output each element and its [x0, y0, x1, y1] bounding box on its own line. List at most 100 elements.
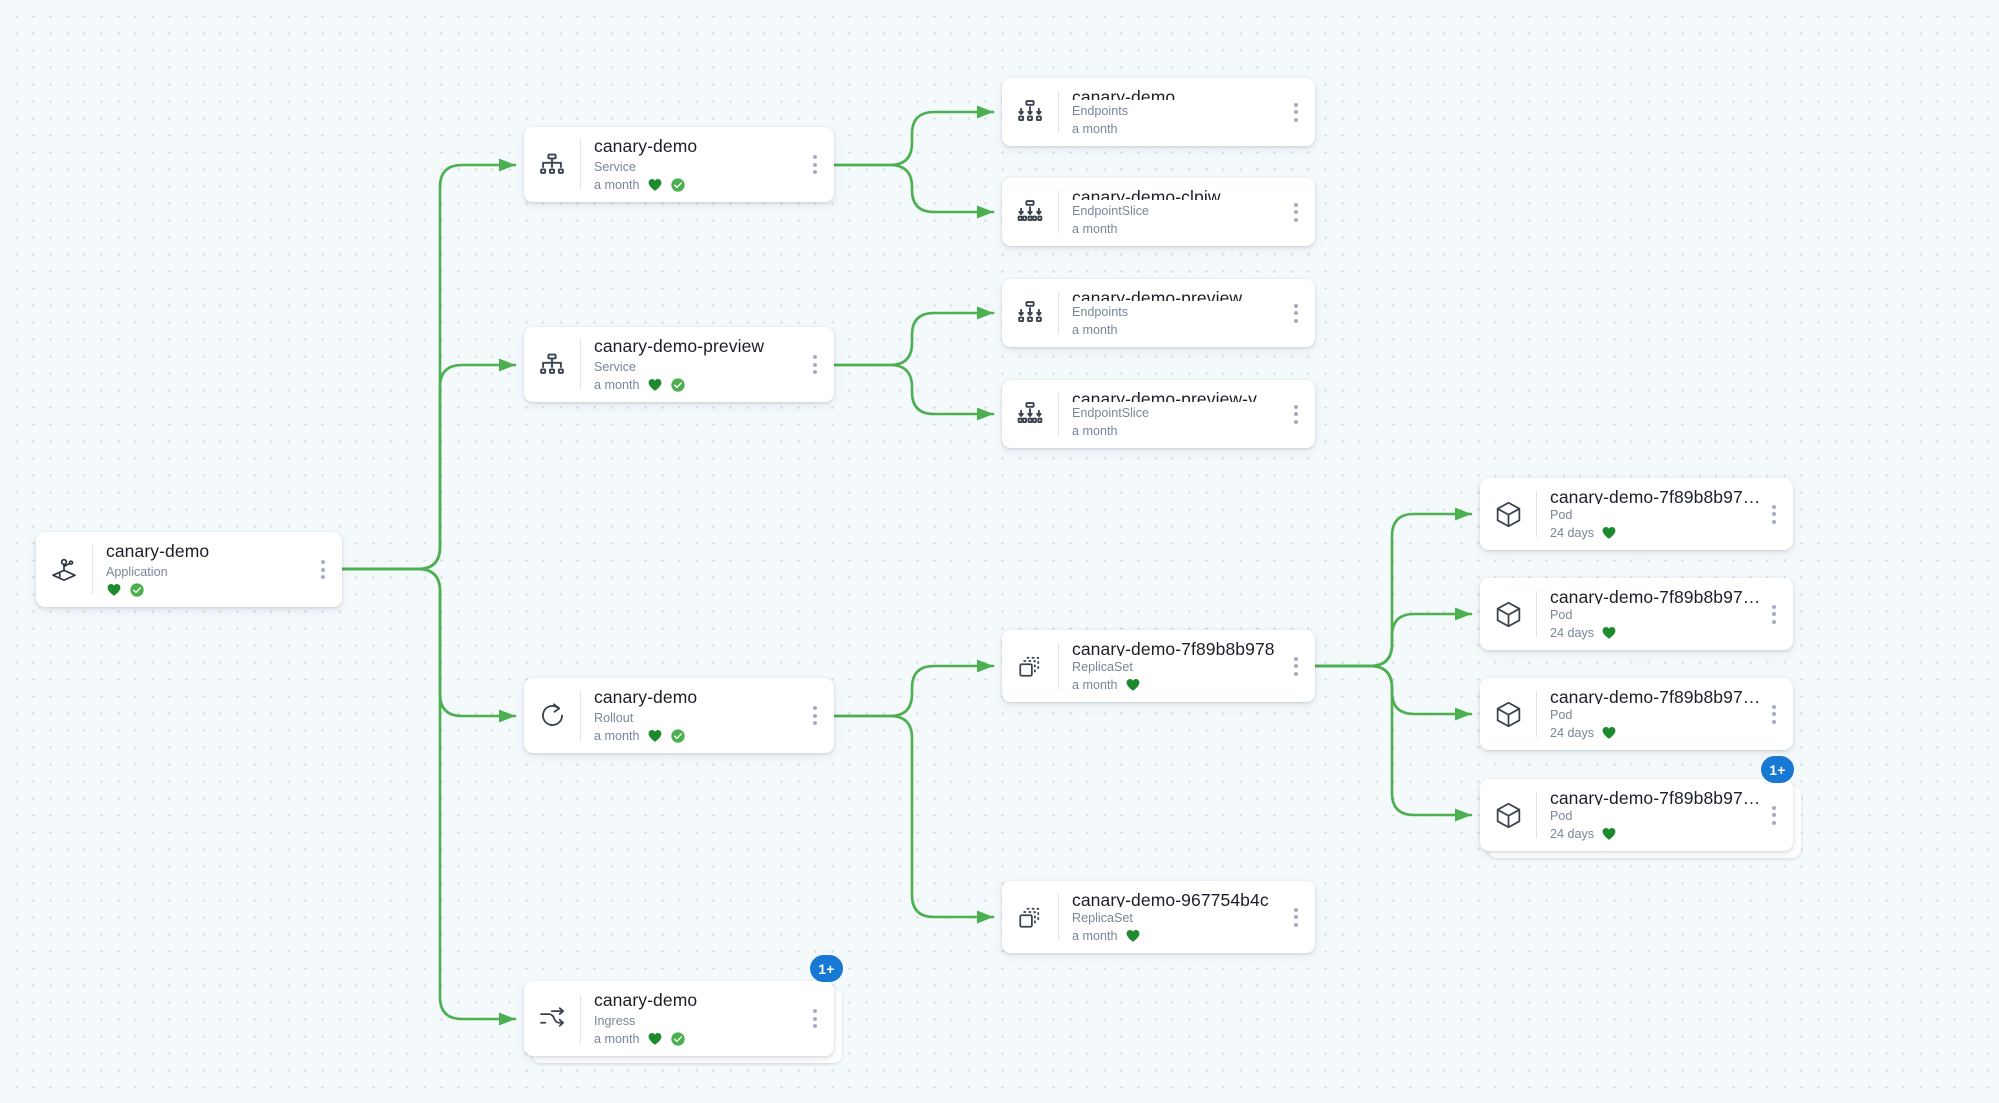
endpointslice-icon [1002, 178, 1058, 246]
sync-status-icon[interactable] [670, 377, 686, 393]
node-menu-button[interactable] [1283, 881, 1315, 953]
node-pod-1[interactable]: canary-demo-7f89b8b97… Pod 24 days [1480, 478, 1793, 550]
node-divider [92, 545, 93, 594]
badge-ingress[interactable]: 1+ [810, 955, 843, 982]
node-menu-button[interactable] [1283, 279, 1315, 347]
node-svc-canary-demo[interactable]: canary-demo Service a month [524, 127, 834, 202]
node-meta: a month [1072, 677, 1283, 693]
node-title: canary-demo-preview-v… [1072, 389, 1275, 402]
health-status-icon[interactable] [1601, 625, 1617, 641]
edge-rs-7f89b8b978-to-pod-3 [1313, 664, 1473, 721]
node-divider [1058, 191, 1059, 233]
node-ingress-canary-demo[interactable]: canary-demo Ingress a month [524, 981, 834, 1056]
node-age: a month [1072, 323, 1118, 337]
node-body: canary-demo-preview-v… EndpointSlice a m… [1059, 380, 1283, 448]
node-svc-canary-demo-preview[interactable]: canary-demo-preview Service a month [524, 327, 834, 402]
node-meta: 24 days [1550, 826, 1761, 842]
edge-rollout-canary-demo-to-rs-967754b4c [832, 714, 995, 924]
node-menu-button[interactable] [802, 327, 834, 402]
replicaset-icon [1002, 630, 1058, 702]
node-menu-button[interactable] [1283, 380, 1315, 448]
node-menu-button[interactable] [1283, 178, 1315, 246]
node-age: a month [1072, 424, 1118, 438]
node-title: canary-demo-7f89b8b978 [1072, 639, 1275, 656]
badge-pods[interactable]: 1+ [1761, 756, 1794, 783]
edge-rs-7f89b8b978-to-pod-2 [1313, 607, 1473, 668]
sync-status-icon[interactable] [670, 1031, 686, 1047]
edge-svc-canary-demo-to-ep-canary-demo [832, 105, 995, 167]
rollout-icon [524, 678, 580, 753]
sync-status-icon[interactable] [670, 177, 686, 193]
service-icon [524, 327, 580, 402]
edge-rollout-canary-demo-to-rs-7f89b8b978 [832, 659, 995, 718]
sync-status-icon[interactable] [670, 728, 686, 744]
health-status-icon[interactable] [1125, 677, 1141, 693]
health-status-icon[interactable] [647, 1031, 663, 1047]
node-divider [580, 340, 581, 389]
node-pod-2[interactable]: canary-demo-7f89b8b97… Pod 24 days [1480, 578, 1793, 650]
node-body: canary-demo-7f89b8b978 ReplicaSet a mont… [1059, 630, 1283, 702]
node-meta: a month [594, 377, 802, 393]
node-kind: Endpoints [1072, 305, 1129, 319]
node-age: a month [594, 377, 640, 392]
health-status-icon[interactable] [106, 582, 122, 598]
health-status-icon[interactable] [647, 728, 663, 744]
health-status-icon[interactable] [1125, 928, 1141, 944]
node-menu-button[interactable] [1761, 779, 1793, 851]
node-body: canary-demo-7f89b8b97… Pod 24 days [1537, 578, 1761, 650]
node-kind: Rollout [594, 710, 634, 725]
health-status-icon[interactable] [1601, 525, 1617, 541]
sync-status-icon[interactable] [129, 582, 145, 598]
node-rollout-canary-demo[interactable]: canary-demo Rollout a month [524, 678, 834, 753]
edge-app-canary-demo-to-ingress-canary-demo [340, 567, 517, 1026]
health-status-icon[interactable] [647, 377, 663, 393]
node-menu-button[interactable] [310, 532, 342, 607]
health-status-icon[interactable] [1601, 826, 1617, 842]
node-rs-967754b4c[interactable]: canary-demo-967754b4c ReplicaSet a month [1002, 881, 1315, 953]
node-menu-button[interactable] [1283, 630, 1315, 702]
health-status-icon[interactable] [647, 177, 663, 193]
node-title: canary-demo-7f89b8b97… [1550, 788, 1761, 805]
node-meta: a month [1072, 121, 1283, 137]
node-app-canary-demo[interactable]: canary-demo Application [36, 532, 342, 607]
node-body: canary-demo-7f89b8b97… Pod 24 days [1537, 478, 1761, 550]
node-meta: 24 days [1550, 625, 1761, 641]
node-rs-7f89b8b978[interactable]: canary-demo-7f89b8b978 ReplicaSet a mont… [1002, 630, 1315, 702]
node-menu-button[interactable] [802, 678, 834, 753]
node-body: canary-demo-preview Endpoints a month [1059, 279, 1283, 347]
node-menu-button[interactable] [1761, 478, 1793, 550]
node-meta: a month [594, 728, 802, 744]
node-age: a month [1072, 222, 1118, 236]
node-eps-canary-demo-clpjw[interactable]: canary-demo-clpjw EndpointSlice a month [1002, 178, 1315, 246]
node-kind: ReplicaSet [1072, 660, 1133, 674]
node-divider [1058, 894, 1059, 940]
node-title: canary-demo [594, 990, 698, 1010]
node-kind: Application [106, 564, 168, 579]
node-title: canary-demo-967754b4c [1072, 890, 1269, 907]
node-eps-canary-demo-preview-v[interactable]: canary-demo-preview-v… EndpointSlice a m… [1002, 380, 1315, 448]
pod-icon [1480, 578, 1536, 650]
node-ep-canary-demo-preview[interactable]: canary-demo-preview Endpoints a month [1002, 279, 1315, 347]
node-divider [1058, 292, 1059, 334]
node-ep-canary-demo[interactable]: canary-demo Endpoints a month [1002, 78, 1315, 146]
health-status-icon[interactable] [1601, 725, 1617, 741]
node-pod-4[interactable]: canary-demo-7f89b8b97… Pod 24 days [1480, 779, 1793, 851]
node-pod-3[interactable]: canary-demo-7f89b8b97… Pod 24 days [1480, 678, 1793, 750]
node-menu-button[interactable] [802, 981, 834, 1056]
node-menu-button[interactable] [1283, 78, 1315, 146]
node-body: canary-demo-preview Service a month [581, 327, 802, 402]
node-kind: Service [594, 159, 636, 174]
node-meta: a month [1072, 221, 1283, 237]
edge-svc-canary-demo-preview-to-eps-canary-demo-preview-v [832, 363, 995, 421]
node-age: a month [1072, 122, 1118, 136]
node-age: a month [1072, 929, 1118, 943]
endpoints-icon [1002, 78, 1058, 146]
node-title: canary-demo [594, 687, 698, 707]
node-menu-button[interactable] [1761, 678, 1793, 750]
node-age: a month [1072, 678, 1118, 692]
node-menu-button[interactable] [802, 127, 834, 202]
node-meta: a month [594, 1031, 802, 1047]
node-title: canary-demo-7f89b8b97… [1550, 487, 1761, 504]
node-menu-button[interactable] [1761, 578, 1793, 650]
